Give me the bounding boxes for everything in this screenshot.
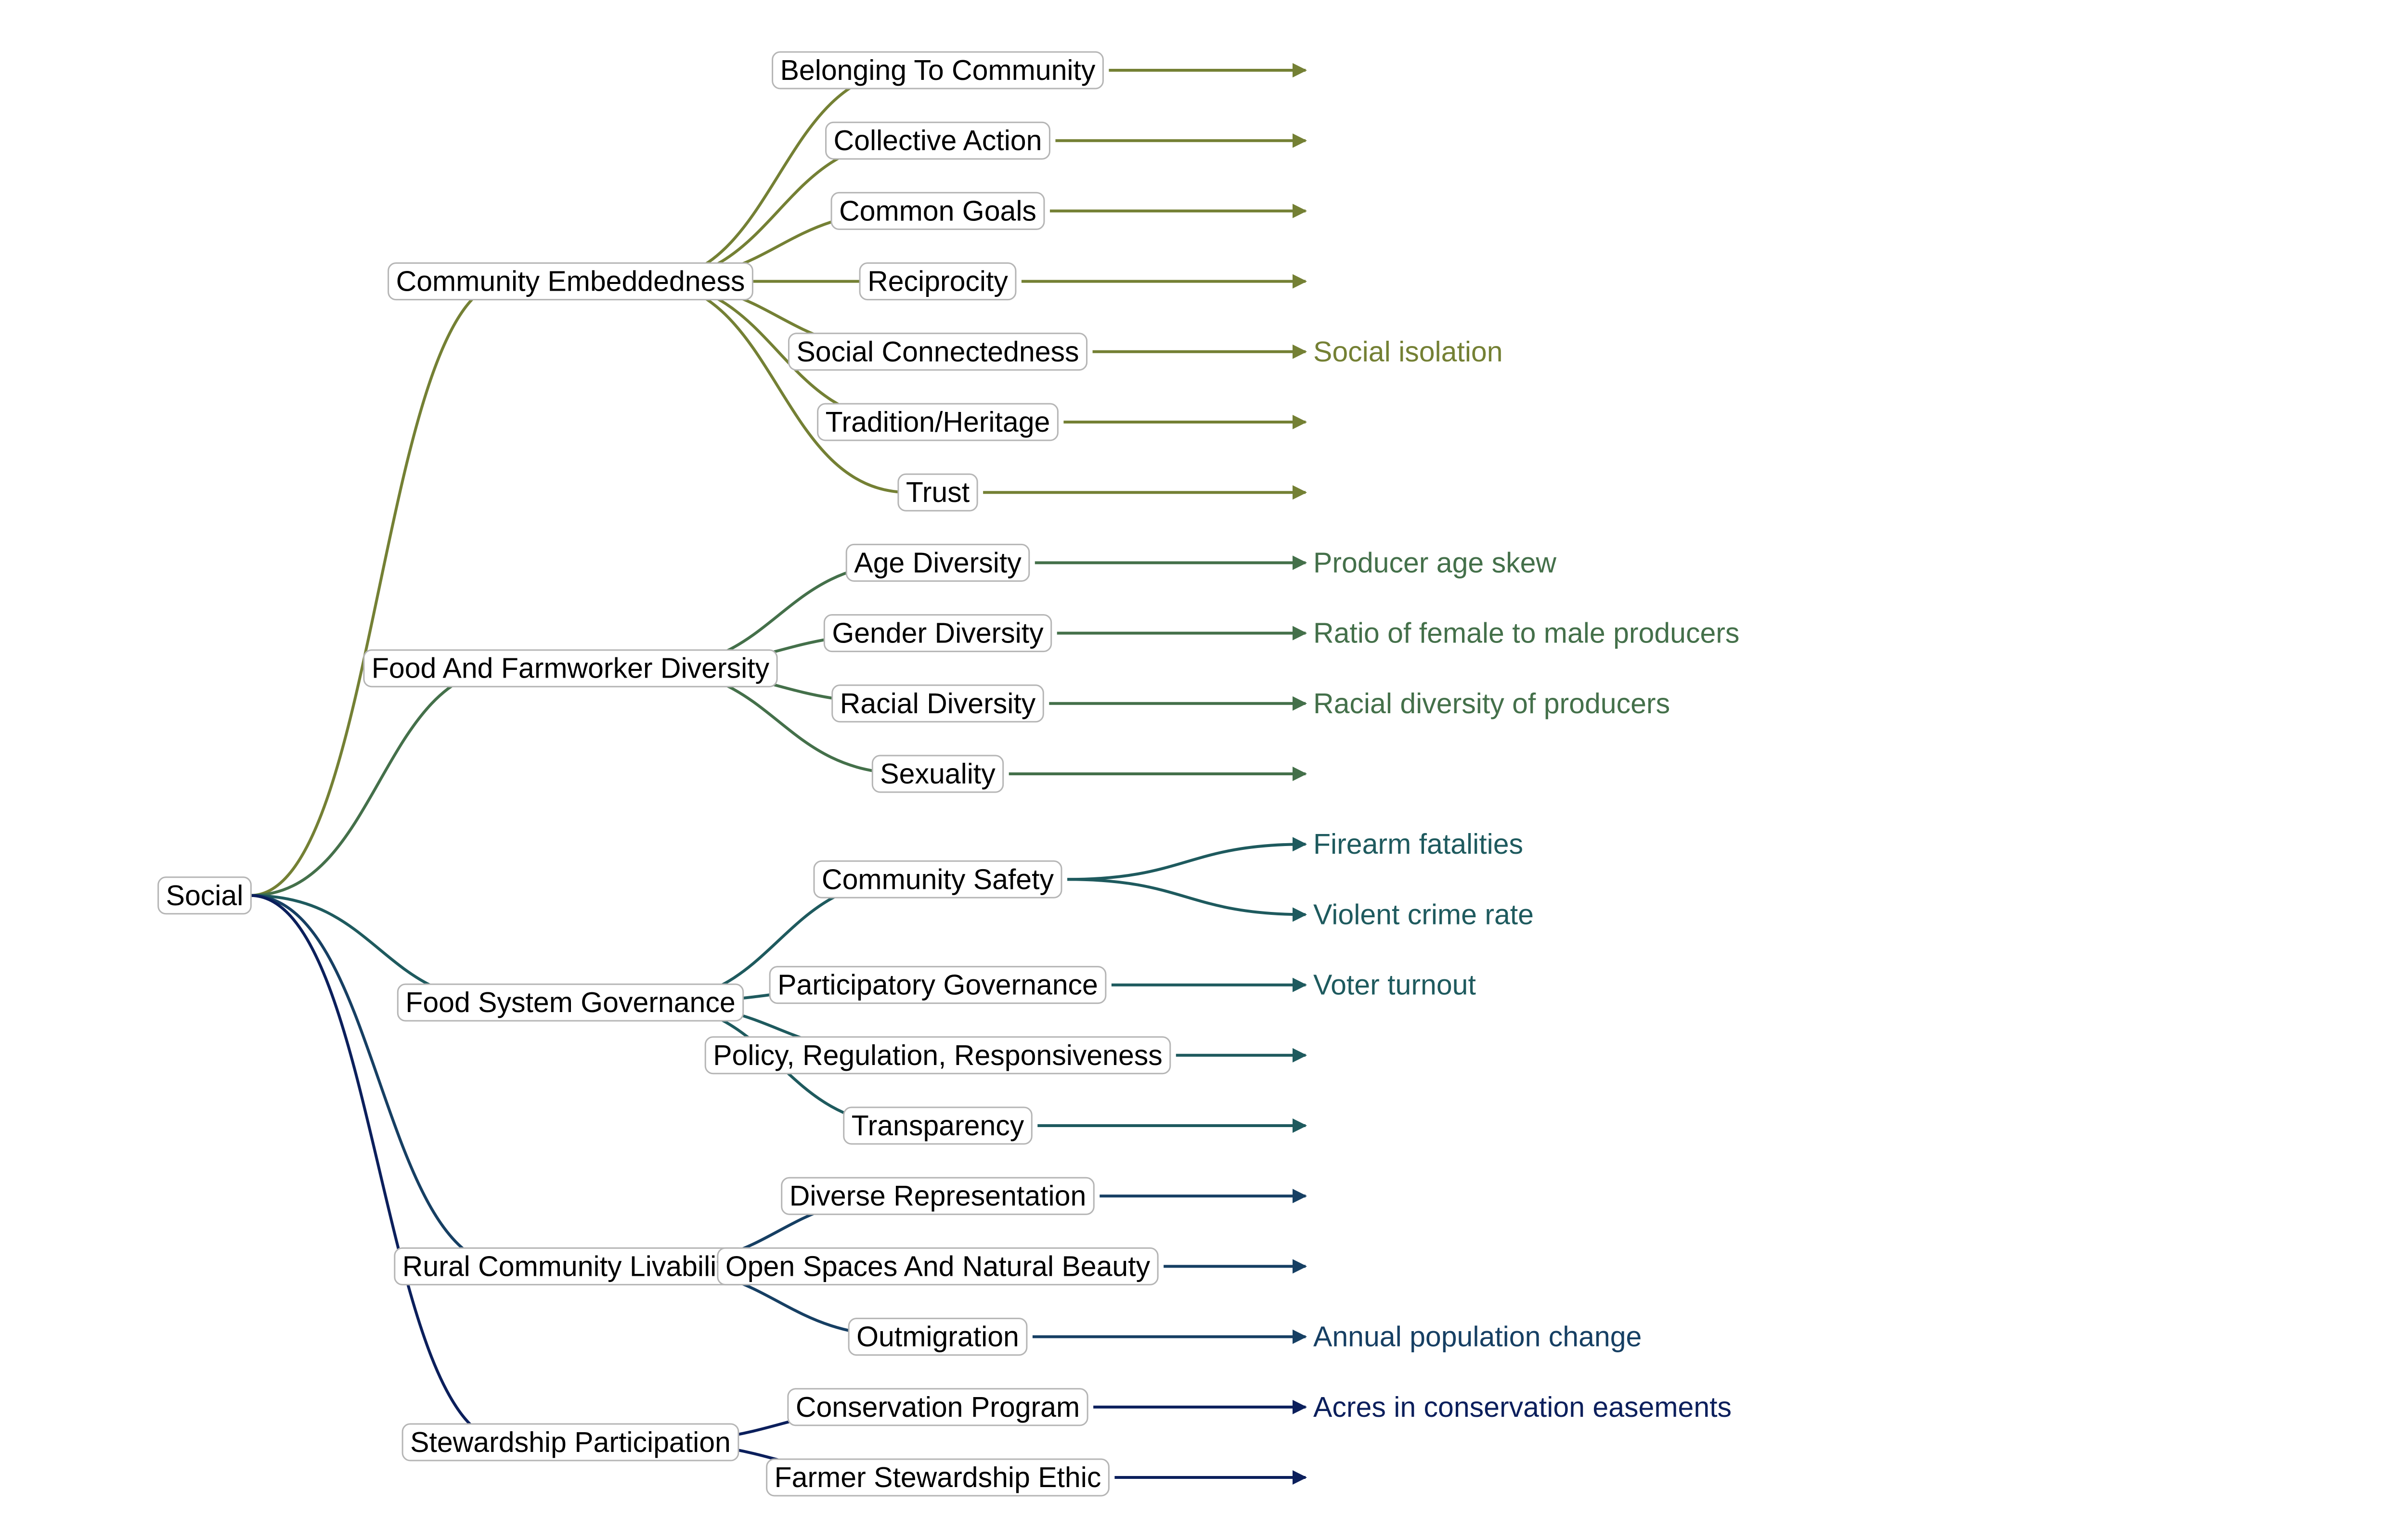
node-reciprocity-label: Reciprocity bbox=[867, 266, 1008, 297]
node-transparency: Transparency bbox=[843, 1106, 1033, 1145]
node-sexuality-label: Sexuality bbox=[880, 758, 996, 790]
edge-community-embeddedness-to-belonging-to-community bbox=[647, 69, 909, 283]
node-tradition-heritage-label: Tradition/Heritage bbox=[826, 406, 1050, 438]
node-farmer-stewardship-ethic-box bbox=[766, 1458, 1110, 1497]
branch-community-embeddedness-box bbox=[388, 262, 753, 301]
arrow-community-safety-to-violent-crime-rate bbox=[1067, 878, 1307, 922]
branch-rural-community-livability: Rural Community Livability bbox=[394, 1247, 747, 1285]
node-social: Social bbox=[157, 876, 252, 915]
node-collective-action-label: Collective Action bbox=[834, 125, 1042, 156]
node-policy-regulation-responsiveness-box bbox=[704, 1036, 1171, 1075]
node-age-diversity-box bbox=[845, 543, 1030, 582]
node-reciprocity: Reciprocity bbox=[859, 262, 1017, 301]
edge-social-to-rural-community-livability bbox=[250, 894, 508, 1268]
node-participatory-governance-box bbox=[769, 966, 1107, 1004]
node-conservation-program-label: Conservation Program bbox=[796, 1391, 1080, 1423]
branch-community-embeddedness: Community Embeddedness bbox=[388, 262, 753, 301]
node-racial-diversity: Racial Diversity bbox=[831, 684, 1044, 723]
node-social-label: Social bbox=[166, 880, 244, 911]
branch-stewardship-participation: Stewardship Participation bbox=[401, 1423, 739, 1462]
node-common-goals: Common Goals bbox=[830, 192, 1045, 230]
node-open-spaces-and-natural-beauty-box bbox=[717, 1247, 1159, 1285]
node-diverse-representation-box bbox=[781, 1177, 1095, 1215]
node-reciprocity-box bbox=[859, 262, 1017, 301]
branch-food-system-governance: Food System Governance bbox=[397, 983, 744, 1022]
node-common-goals-label: Common Goals bbox=[839, 195, 1036, 227]
edge-community-embeddedness-to-trust bbox=[647, 280, 909, 494]
edge-social-to-stewardship-participation bbox=[250, 894, 508, 1444]
node-collective-action: Collective Action bbox=[825, 121, 1050, 160]
node-trust-box bbox=[897, 473, 978, 512]
outcome-racial-diversity-of-producers: Racial diversity of producers bbox=[1313, 688, 1670, 719]
node-participatory-governance-label: Participatory Governance bbox=[777, 969, 1098, 1001]
node-trust: Trust bbox=[897, 473, 978, 512]
node-open-spaces-and-natural-beauty: Open Spaces And Natural Beauty bbox=[717, 1247, 1159, 1285]
node-belonging-to-community-label: Belonging To Community bbox=[780, 54, 1096, 86]
node-transparency-label: Transparency bbox=[852, 1110, 1024, 1142]
branch-stewardship-participation-label: Stewardship Participation bbox=[410, 1426, 731, 1458]
branch-stewardship-participation-box bbox=[401, 1423, 739, 1462]
node-community-safety: Community Safety bbox=[813, 860, 1062, 898]
branch-food-and-farmworker-diversity-label: Food And Farmworker Diversity bbox=[372, 653, 770, 684]
node-gender-diversity-box bbox=[823, 614, 1052, 653]
node-community-safety-box bbox=[813, 860, 1062, 898]
node-farmer-stewardship-ethic: Farmer Stewardship Ethic bbox=[766, 1458, 1110, 1497]
node-conservation-program: Conservation Program bbox=[787, 1388, 1088, 1426]
node-social-connectedness-box bbox=[788, 333, 1088, 371]
node-social-box bbox=[157, 876, 252, 915]
node-participatory-governance: Participatory Governance bbox=[769, 966, 1107, 1004]
branch-food-system-governance-box bbox=[397, 983, 744, 1022]
edge-social-to-food-and-farmworker-diversity bbox=[250, 667, 508, 897]
outcome-violent-crime-rate: Violent crime rate bbox=[1313, 898, 1534, 930]
outcome-voter-turnout: Voter turnout bbox=[1313, 969, 1476, 1001]
arrow-community-safety-to-firearm-fatalities bbox=[1067, 837, 1307, 881]
node-gender-diversity: Gender Diversity bbox=[823, 614, 1052, 653]
node-outmigration-box bbox=[848, 1318, 1028, 1356]
node-diverse-representation: Diverse Representation bbox=[781, 1177, 1095, 1215]
node-conservation-program-box bbox=[787, 1388, 1088, 1426]
node-belonging-to-community-box bbox=[772, 51, 1104, 90]
node-age-diversity: Age Diversity bbox=[845, 543, 1030, 582]
node-belonging-to-community: Belonging To Community bbox=[772, 51, 1104, 90]
node-policy-regulation-responsiveness: Policy, Regulation, Responsiveness bbox=[704, 1036, 1171, 1075]
node-common-goals-box bbox=[830, 192, 1045, 230]
node-gender-diversity-label: Gender Diversity bbox=[832, 617, 1044, 649]
arrows-layer bbox=[983, 63, 1307, 1485]
node-policy-regulation-responsiveness-label: Policy, Regulation, Responsiveness bbox=[713, 1040, 1163, 1071]
node-open-spaces-and-natural-beauty-label: Open Spaces And Natural Beauty bbox=[725, 1250, 1151, 1282]
node-outmigration-label: Outmigration bbox=[856, 1321, 1019, 1353]
node-outmigration: Outmigration bbox=[848, 1318, 1028, 1356]
node-sexuality: Sexuality bbox=[871, 755, 1004, 793]
node-community-safety-label: Community Safety bbox=[822, 863, 1054, 895]
node-transparency-box bbox=[843, 1106, 1033, 1145]
node-social-connectedness-label: Social Connectedness bbox=[796, 336, 1079, 368]
node-trust-label: Trust bbox=[906, 476, 970, 508]
node-collective-action-box bbox=[825, 121, 1050, 160]
outcome-annual-population-change: Annual population change bbox=[1313, 1321, 1642, 1353]
node-tradition-heritage-box bbox=[817, 403, 1059, 441]
branch-community-embeddedness-label: Community Embeddedness bbox=[396, 266, 745, 297]
node-racial-diversity-box bbox=[831, 684, 1044, 723]
node-racial-diversity-label: Racial Diversity bbox=[840, 688, 1036, 719]
node-social-connectedness: Social Connectedness bbox=[788, 333, 1088, 371]
branch-food-system-governance-label: Food System Governance bbox=[405, 987, 735, 1018]
branch-food-and-farmworker-diversity-box bbox=[363, 649, 778, 688]
node-sexuality-box bbox=[871, 755, 1004, 793]
node-age-diversity-label: Age Diversity bbox=[854, 547, 1022, 578]
outcome-social-isolation: Social isolation bbox=[1313, 336, 1503, 368]
edge-social-to-community-embeddedness bbox=[250, 280, 508, 897]
branch-food-and-farmworker-diversity: Food And Farmworker Diversity bbox=[363, 649, 778, 688]
branch-rural-community-livability-label: Rural Community Livability bbox=[402, 1250, 739, 1282]
outcome-producer-age-skew: Producer age skew bbox=[1313, 547, 1556, 578]
node-tradition-heritage: Tradition/Heritage bbox=[817, 403, 1059, 441]
outcome-firearm-fatalities: Firearm fatalities bbox=[1313, 828, 1523, 860]
node-farmer-stewardship-ethic-label: Farmer Stewardship Ethic bbox=[775, 1462, 1101, 1493]
outcome-acres-in-conservation-easements: Acres in conservation easements bbox=[1313, 1391, 1732, 1423]
outcome-ratio-of-female-to-male-producers: Ratio of female to male producers bbox=[1313, 617, 1739, 649]
node-diverse-representation-label: Diverse Representation bbox=[789, 1180, 1087, 1212]
